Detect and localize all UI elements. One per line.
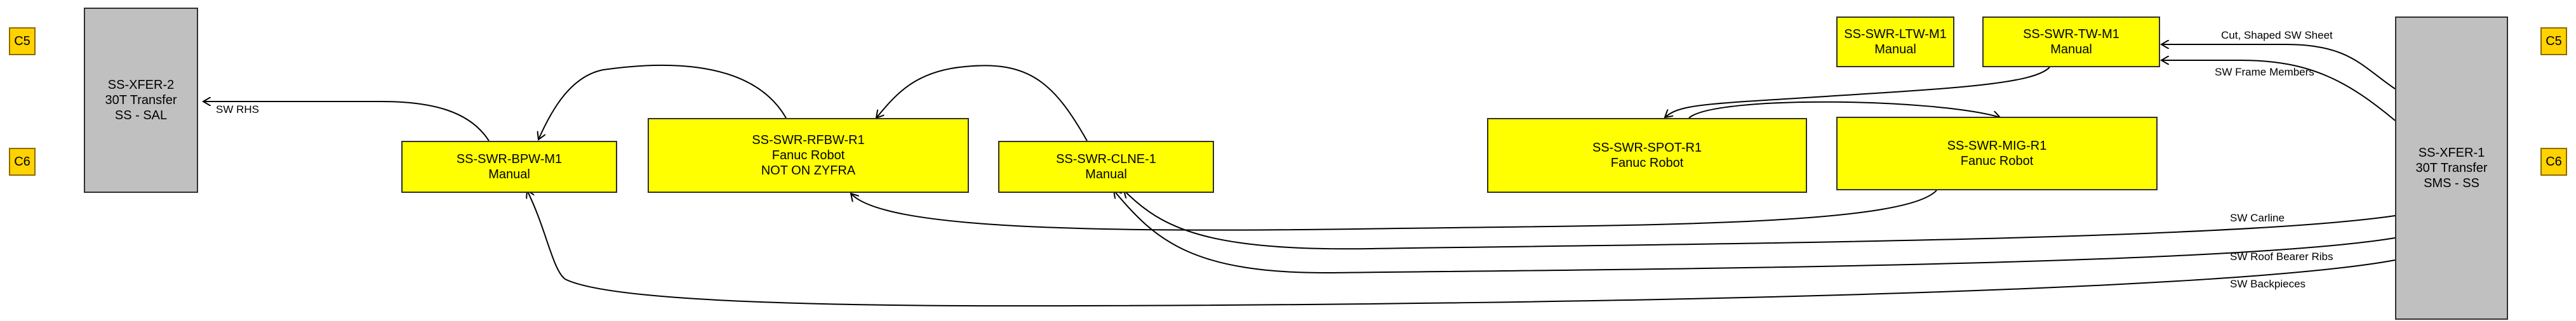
edge-spot-to-mig [1688,101,2000,118]
node-title: SS-SWR-RFBW-R1 [752,133,865,147]
edge-backpieces [527,190,2396,307]
node-title: SS-XFER-1 [2418,146,2485,160]
tag-c6-right: C6 [2540,148,2567,176]
edge-tw-to-spot [1665,67,2050,117]
node-ss-xfer-1[interactable]: SS-XFER-1 30T Transfer SMS - SS [2395,16,2508,320]
node-subtitle: 30T Transfer [105,93,177,107]
edge-label-roof-bearer: SW Roof Bearer Ribs [2230,251,2333,263]
node-ss-swr-rfbw-r1[interactable]: SS-SWR-RFBW-R1 Fanuc Robot NOT ON ZYFRA [648,118,969,193]
node-subtitle: Manual [1085,167,1127,181]
edge-frame-members [2161,60,2396,121]
edge-roof-bearer [1114,190,2396,274]
edge-label-sw-rhs: SW RHS [216,103,259,115]
tag-c6-left: C6 [9,148,36,176]
edge-cut-shaped [2161,44,2396,89]
node-title: SS-SWR-MIG-R1 [1947,139,2047,153]
tag-c5-left: C5 [9,27,36,55]
node-detail: SMS - SS [2424,176,2479,190]
edge-carline [1124,190,2396,250]
node-subtitle: 30T Transfer [2415,161,2488,175]
node-detail: SS - SAL [114,108,168,122]
edge-sw-rhs [203,102,490,141]
node-ss-swr-ltw-m1[interactable]: SS-SWR-LTW-M1 Manual [1836,16,1954,67]
node-title: SS-SWR-SPOT-R1 [1592,141,1702,155]
node-title: SS-XFER-2 [107,78,175,92]
node-title: SS-SWR-CLNE-1 [1056,152,1156,166]
node-subtitle: Fanuc Robot [1960,154,2034,168]
node-title: SS-SWR-LTW-M1 [1844,27,1947,41]
edge-mig-to-rfbw [851,190,1937,231]
node-ss-swr-tw-m1[interactable]: SS-SWR-TW-M1 Manual [1982,16,2160,67]
node-subtitle: Manual [2050,43,2092,56]
edge-rfbw-to-bpw [538,64,787,140]
node-detail: NOT ON ZYFRA [761,164,856,178]
edge-label-carline: SW Carline [2230,212,2285,224]
edge-label-backpieces: SW Backpieces [2230,278,2306,290]
edge-label-frame-members: SW Frame Members [2215,66,2314,78]
node-ss-swr-bpw-m1[interactable]: SS-SWR-BPW-M1 Manual [401,141,617,193]
node-subtitle: Manual [1874,43,1916,56]
node-title: SS-SWR-BPW-M1 [456,152,563,166]
node-subtitle: Manual [488,167,530,181]
node-ss-swr-mig-r1[interactable]: SS-SWR-MIG-R1 Fanuc Robot [1836,117,2158,190]
edge-clne-to-rfbw [876,65,1088,141]
node-subtitle: Fanuc Robot [1610,156,1684,170]
tag-c5-right: C5 [2540,27,2567,55]
node-ss-xfer-2[interactable]: SS-XFER-2 30T Transfer SS - SAL [84,8,198,193]
node-title: SS-SWR-TW-M1 [2023,27,2119,41]
node-ss-swr-clne-1[interactable]: SS-SWR-CLNE-1 Manual [998,141,1214,193]
node-subtitle: Fanuc Robot [771,148,845,162]
edge-label-cut-shaped: Cut, Shaped SW Sheet [2221,29,2333,41]
node-ss-swr-spot-r1[interactable]: SS-SWR-SPOT-R1 Fanuc Robot [1487,118,1807,193]
